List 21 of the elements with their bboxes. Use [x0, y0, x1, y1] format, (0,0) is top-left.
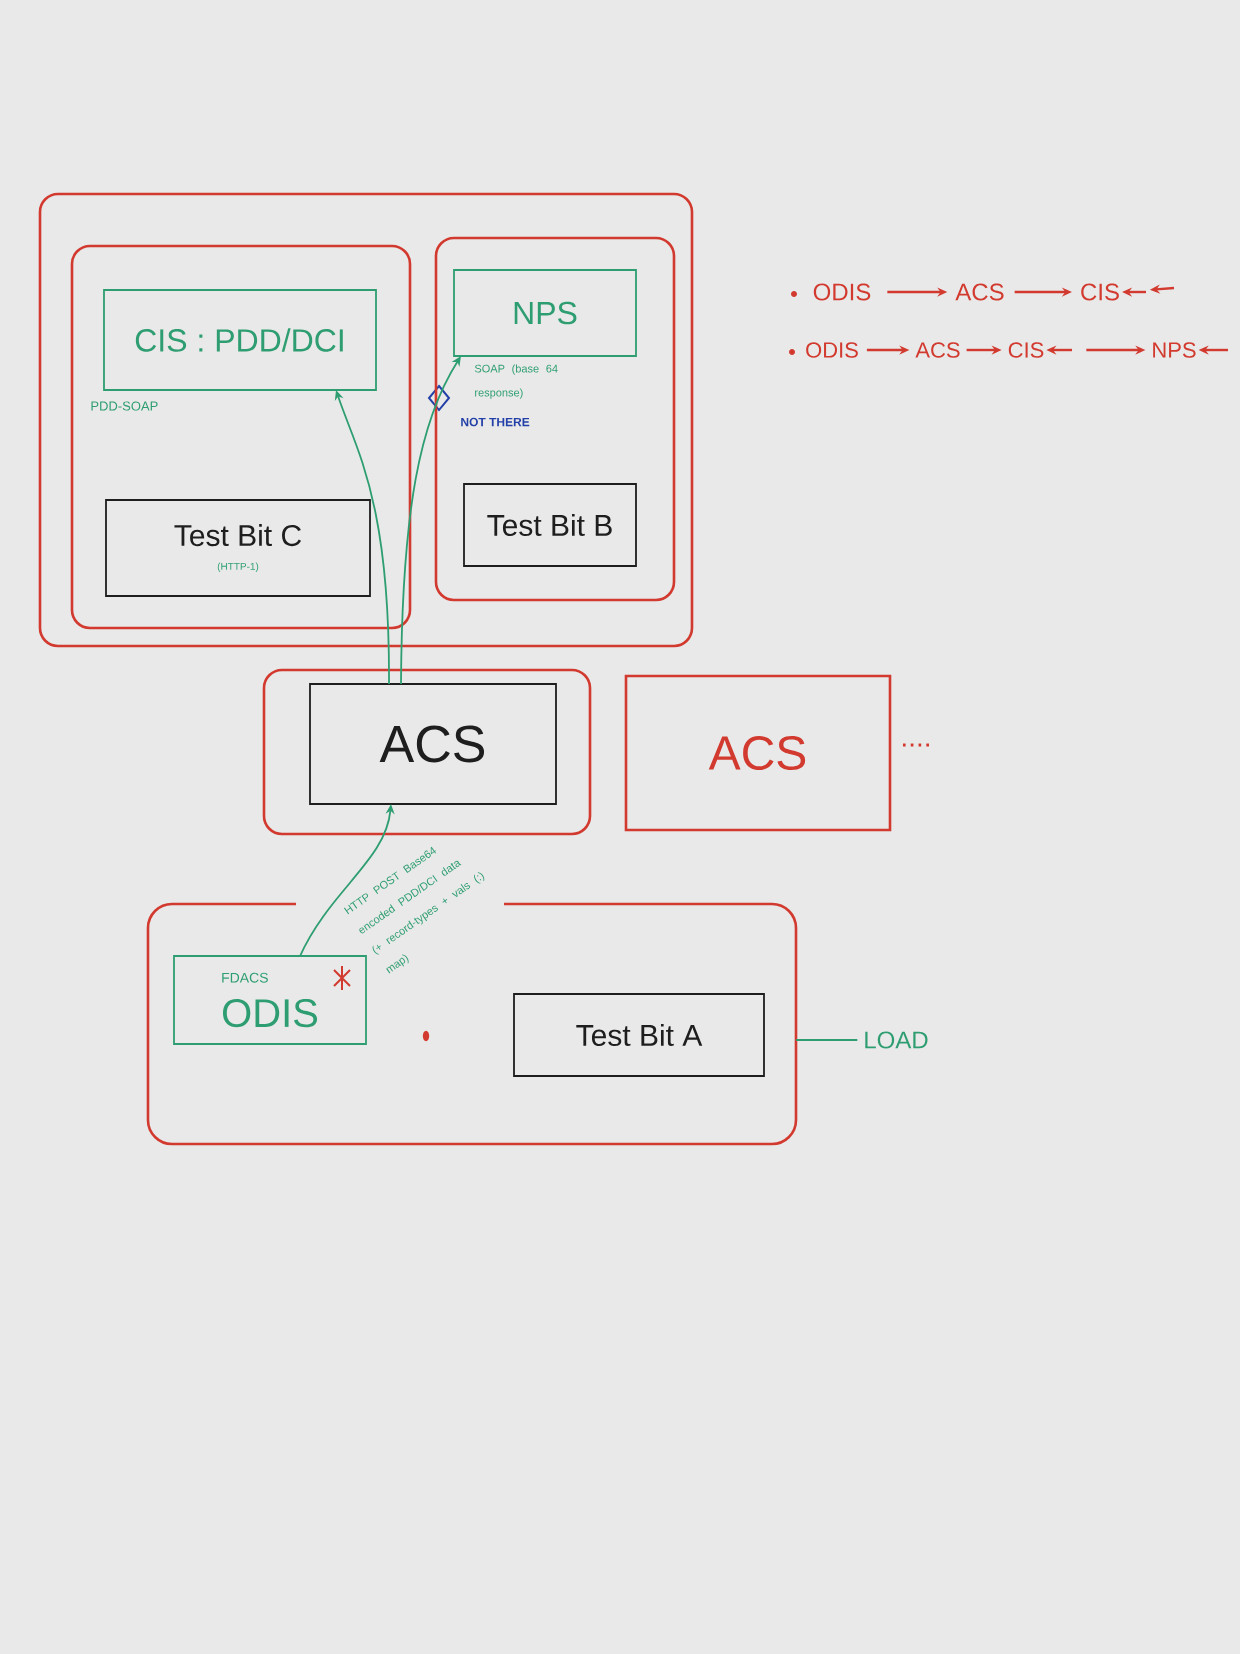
test-box: Test Bit A [513, 993, 765, 1077]
service-box: ACS [624, 674, 892, 832]
load-label: LOAD [865, 1031, 928, 1049]
connector-line [795, 1039, 859, 1041]
service-box: ACS [309, 683, 557, 805]
container-box [262, 668, 592, 836]
step-label: ODIS [813, 283, 871, 301]
container-box [70, 244, 412, 630]
step-label: ODIS [806, 342, 858, 358]
container-box [38, 192, 694, 648]
arrow [400, 356, 461, 685]
test-box: Test Bit B [463, 483, 637, 567]
service-box: CIS : PDD/DCI [103, 289, 377, 391]
step-label: CIS [1008, 342, 1044, 358]
ellipsis-text: .... [902, 743, 929, 747]
step-label: CIS [1081, 283, 1119, 301]
container-box [434, 236, 676, 602]
service-box: NPS [453, 269, 637, 357]
step-label: ACS [915, 342, 960, 358]
step-label: ACS [955, 283, 1004, 301]
step-label: NPS [1153, 342, 1196, 358]
